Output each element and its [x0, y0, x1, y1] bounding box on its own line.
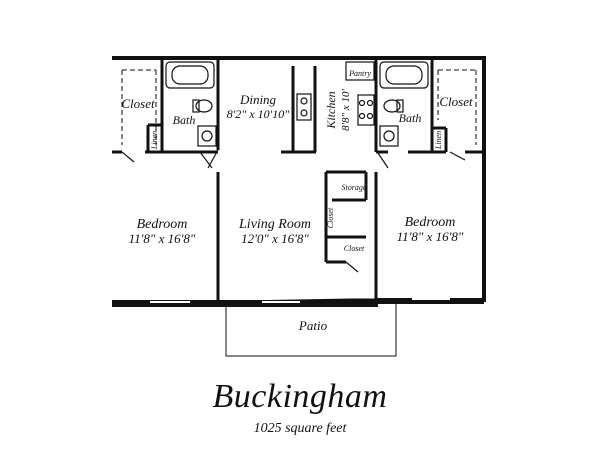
- bedroom-left-dim: 11'8" x 16'8": [129, 231, 196, 246]
- living-room-label: Living Room: [238, 217, 311, 232]
- bedroom-right-label: Bedroom: [405, 215, 456, 230]
- dining-dim: 8'2" x 10'10": [227, 107, 290, 121]
- bath-left-label: Bath: [173, 113, 196, 127]
- patio-label: Patio: [298, 318, 328, 333]
- storage-label: Storage: [342, 183, 367, 192]
- dining-label: Dining: [239, 92, 277, 107]
- pantry-label: Pantry: [348, 69, 371, 78]
- plan-name: Buckingham: [212, 378, 388, 415]
- plan-area: 1025 square feet: [253, 421, 347, 436]
- closet-small-label: Closet: [344, 244, 365, 253]
- linen-left-label: Linen: [150, 131, 159, 150]
- bath-right-label: Bath: [399, 111, 422, 125]
- kitchen-label: Kitchen: [324, 91, 338, 129]
- bedroom-left-label: Bedroom: [137, 217, 188, 232]
- kitchen-dim: 8'8" x 10': [340, 89, 352, 131]
- living-room-dim: 12'0" x 16'8": [241, 231, 309, 246]
- bath-fixtures-right: [379, 61, 429, 147]
- bedroom-right-dim: 11'8" x 16'8": [397, 229, 464, 244]
- closet-right-label: Closet: [439, 94, 473, 109]
- closet-left-label: Closet: [121, 96, 155, 111]
- floor-plan: Closet Bath Linen Dining 8'2" x 10'10" P…: [111, 56, 486, 357]
- outer-walls: [111, 56, 486, 307]
- bath-fixtures-left: [165, 61, 217, 147]
- kitchen-fixtures: [296, 61, 375, 126]
- interior-walls: [112, 60, 484, 302]
- linen-right-label: Linen: [434, 131, 443, 150]
- closet-mid-label: Closet: [326, 207, 335, 228]
- patio: [225, 302, 397, 357]
